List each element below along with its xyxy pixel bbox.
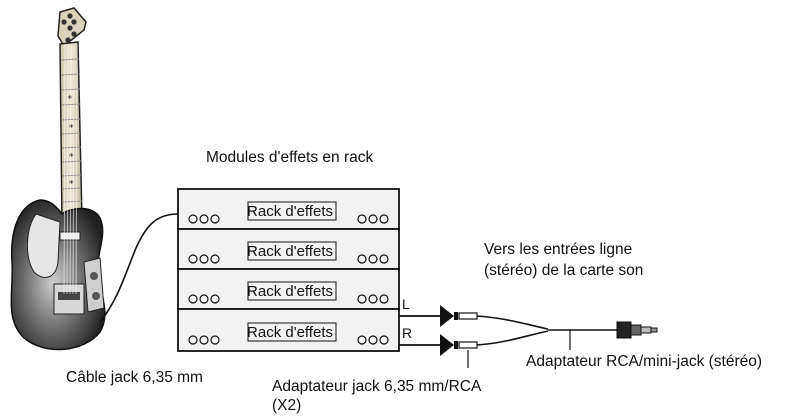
- rack-unit-label: Rack d'effets: [247, 243, 333, 260]
- guitar-cable-line: [99, 213, 179, 323]
- rack-unit: Rack d'effets: [177, 268, 400, 310]
- guitar-cable-label: Câble jack 6,35 mm: [66, 369, 203, 386]
- rack-unit: Rack d'effets: [177, 228, 400, 270]
- y-cable-line: [476, 315, 617, 350]
- destination-label-line1: Vers les entrées ligne: [484, 241, 633, 258]
- effects-rack-stack: Rack d'effets Rack d'effets Rack d'effet: [177, 188, 400, 352]
- electric-guitar-icon: [10, 7, 106, 351]
- mini-jack-plug-icon: [616, 321, 658, 339]
- stereo-output-cables: L R: [399, 296, 440, 346]
- rca-minijack-adapter-label: Adaptateur RCA/mini-jack (stéréo): [526, 353, 763, 370]
- rack-unit-label: Rack d'effets: [247, 283, 333, 300]
- rack-unit-label: Rack d'effets: [247, 324, 333, 341]
- rack-unit: Rack d'effets: [177, 188, 400, 230]
- rack-unit-label: Rack d'effets: [247, 203, 333, 220]
- rack-title-label: Modules d'effets en rack: [206, 149, 374, 166]
- jack-rca-adapter-icon: [440, 305, 478, 368]
- destination-label-line2: (stéréo) de la carte son: [484, 262, 644, 279]
- channel-left-label: L: [402, 296, 410, 312]
- jack-rca-adapter-label-line1: Adaptateur jack 6,35 mm/RCA: [272, 378, 482, 395]
- channel-right-label: R: [402, 325, 412, 341]
- jack-rca-adapter-label-line2: (X2): [272, 397, 302, 414]
- rack-unit: Rack d'effets: [177, 308, 400, 352]
